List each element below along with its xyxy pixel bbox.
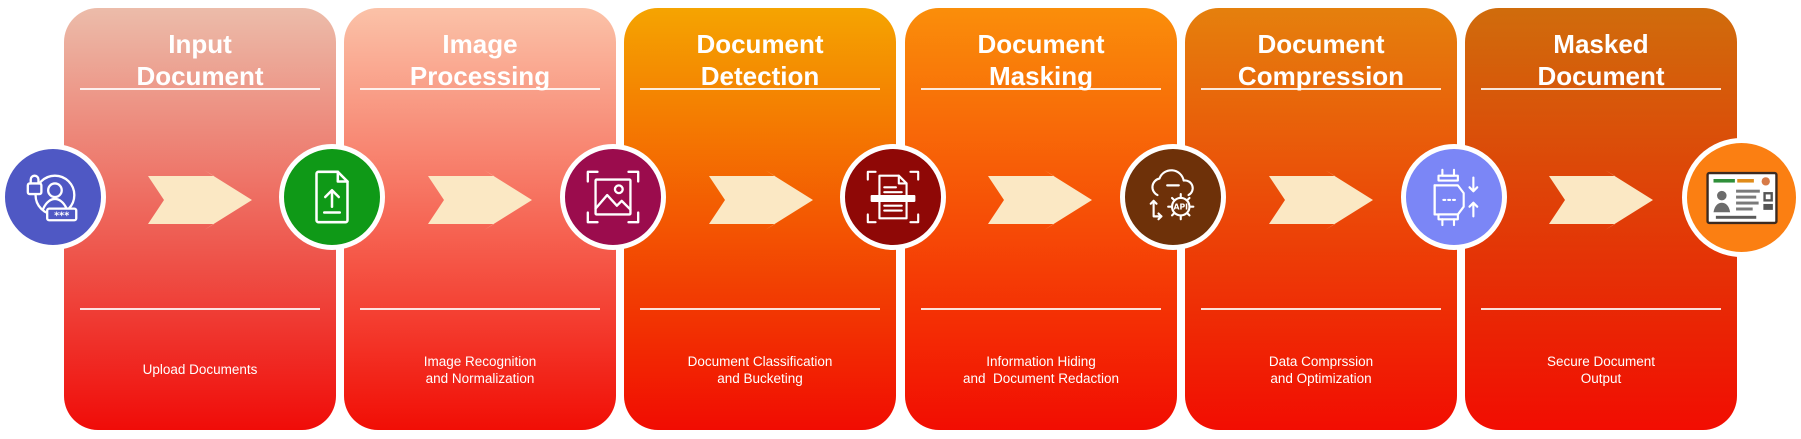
- stage-description-line: Data Comprssion: [1268, 354, 1374, 369]
- cloud-api-icon: API: [1142, 166, 1204, 228]
- stage-title-line: Masking: [988, 61, 1094, 91]
- divider-top: [921, 88, 1161, 90]
- stage-description-line: and Optimization: [1270, 371, 1372, 386]
- divider-top: [1481, 88, 1721, 90]
- image-scan-icon: [582, 166, 644, 228]
- flow-arrow-icon: [988, 170, 1092, 230]
- divider-top: [1201, 88, 1441, 90]
- divider-bottom: [640, 308, 880, 310]
- stage-title-line: Detection: [700, 61, 820, 91]
- flow-arrow-icon: [148, 170, 252, 230]
- stage-title-line: Processing: [409, 61, 551, 91]
- stage-description-line: Image Recognition: [423, 354, 537, 369]
- stage-title-line: Document: [1257, 29, 1385, 59]
- stage-description-line: and Normalization: [425, 371, 535, 386]
- stage-description-line: and Document Redaction: [962, 371, 1120, 386]
- stage-title-line: Input: [168, 29, 232, 59]
- stage-description-line: Document Classification: [687, 354, 833, 369]
- stage-node-1: ***: [0, 144, 106, 250]
- svg-text:API: API: [1173, 203, 1188, 212]
- stage-title-line: Compression: [1237, 61, 1405, 91]
- stage-node-7: [1682, 138, 1801, 257]
- stage-node-6: [1401, 144, 1507, 250]
- svg-text:***: ***: [54, 210, 69, 221]
- stage-node-2: [279, 144, 385, 250]
- document-redaction-icon: [862, 166, 924, 228]
- stage-description-line: and Bucketing: [717, 371, 803, 386]
- stage-description-line: Upload Documents: [142, 362, 258, 377]
- stage-title-line: Document: [1537, 61, 1665, 91]
- flow-arrow-icon: [1549, 170, 1653, 230]
- user-credentials-icon: ***: [22, 166, 84, 228]
- stage-title-line: Masked: [1553, 29, 1649, 59]
- divider-top: [80, 88, 320, 90]
- divider-bottom: [80, 308, 320, 310]
- stage-description: Document Classification and Bucketing: [634, 353, 886, 387]
- divider-bottom: [360, 308, 600, 310]
- stage-node-3: [560, 144, 666, 250]
- stage-title-line: Document: [696, 29, 824, 59]
- flow-arrow-icon: [1269, 170, 1373, 230]
- stage-description: Data Comprssion and Optimization: [1195, 353, 1447, 387]
- stage-description-line: Output: [1580, 371, 1622, 386]
- stage-node-4: [840, 144, 946, 250]
- stage-title-line: Document: [136, 61, 264, 91]
- stage-node-5: API: [1120, 144, 1226, 250]
- flow-arrow-icon: [428, 170, 532, 230]
- stage-description: Upload Documents: [74, 361, 326, 378]
- stage-title-line: Document: [977, 29, 1105, 59]
- stage-title-line: Image: [442, 29, 518, 59]
- divider-top: [640, 88, 880, 90]
- stage-description-line: Information Hiding: [986, 354, 1096, 369]
- compression-icon: [1423, 166, 1485, 228]
- stage-description: Information Hiding and Document Redaction: [915, 353, 1167, 387]
- stage-description: Image Recognition and Normalization: [354, 353, 606, 387]
- masked-id-card-icon: [1704, 160, 1780, 236]
- file-upload-icon: [301, 166, 363, 228]
- flow-arrow-icon: [709, 170, 813, 230]
- divider-bottom: [921, 308, 1161, 310]
- divider-top: [360, 88, 600, 90]
- stage-description-line: Secure Document: [1546, 354, 1656, 369]
- divider-bottom: [1481, 308, 1721, 310]
- divider-bottom: [1201, 308, 1441, 310]
